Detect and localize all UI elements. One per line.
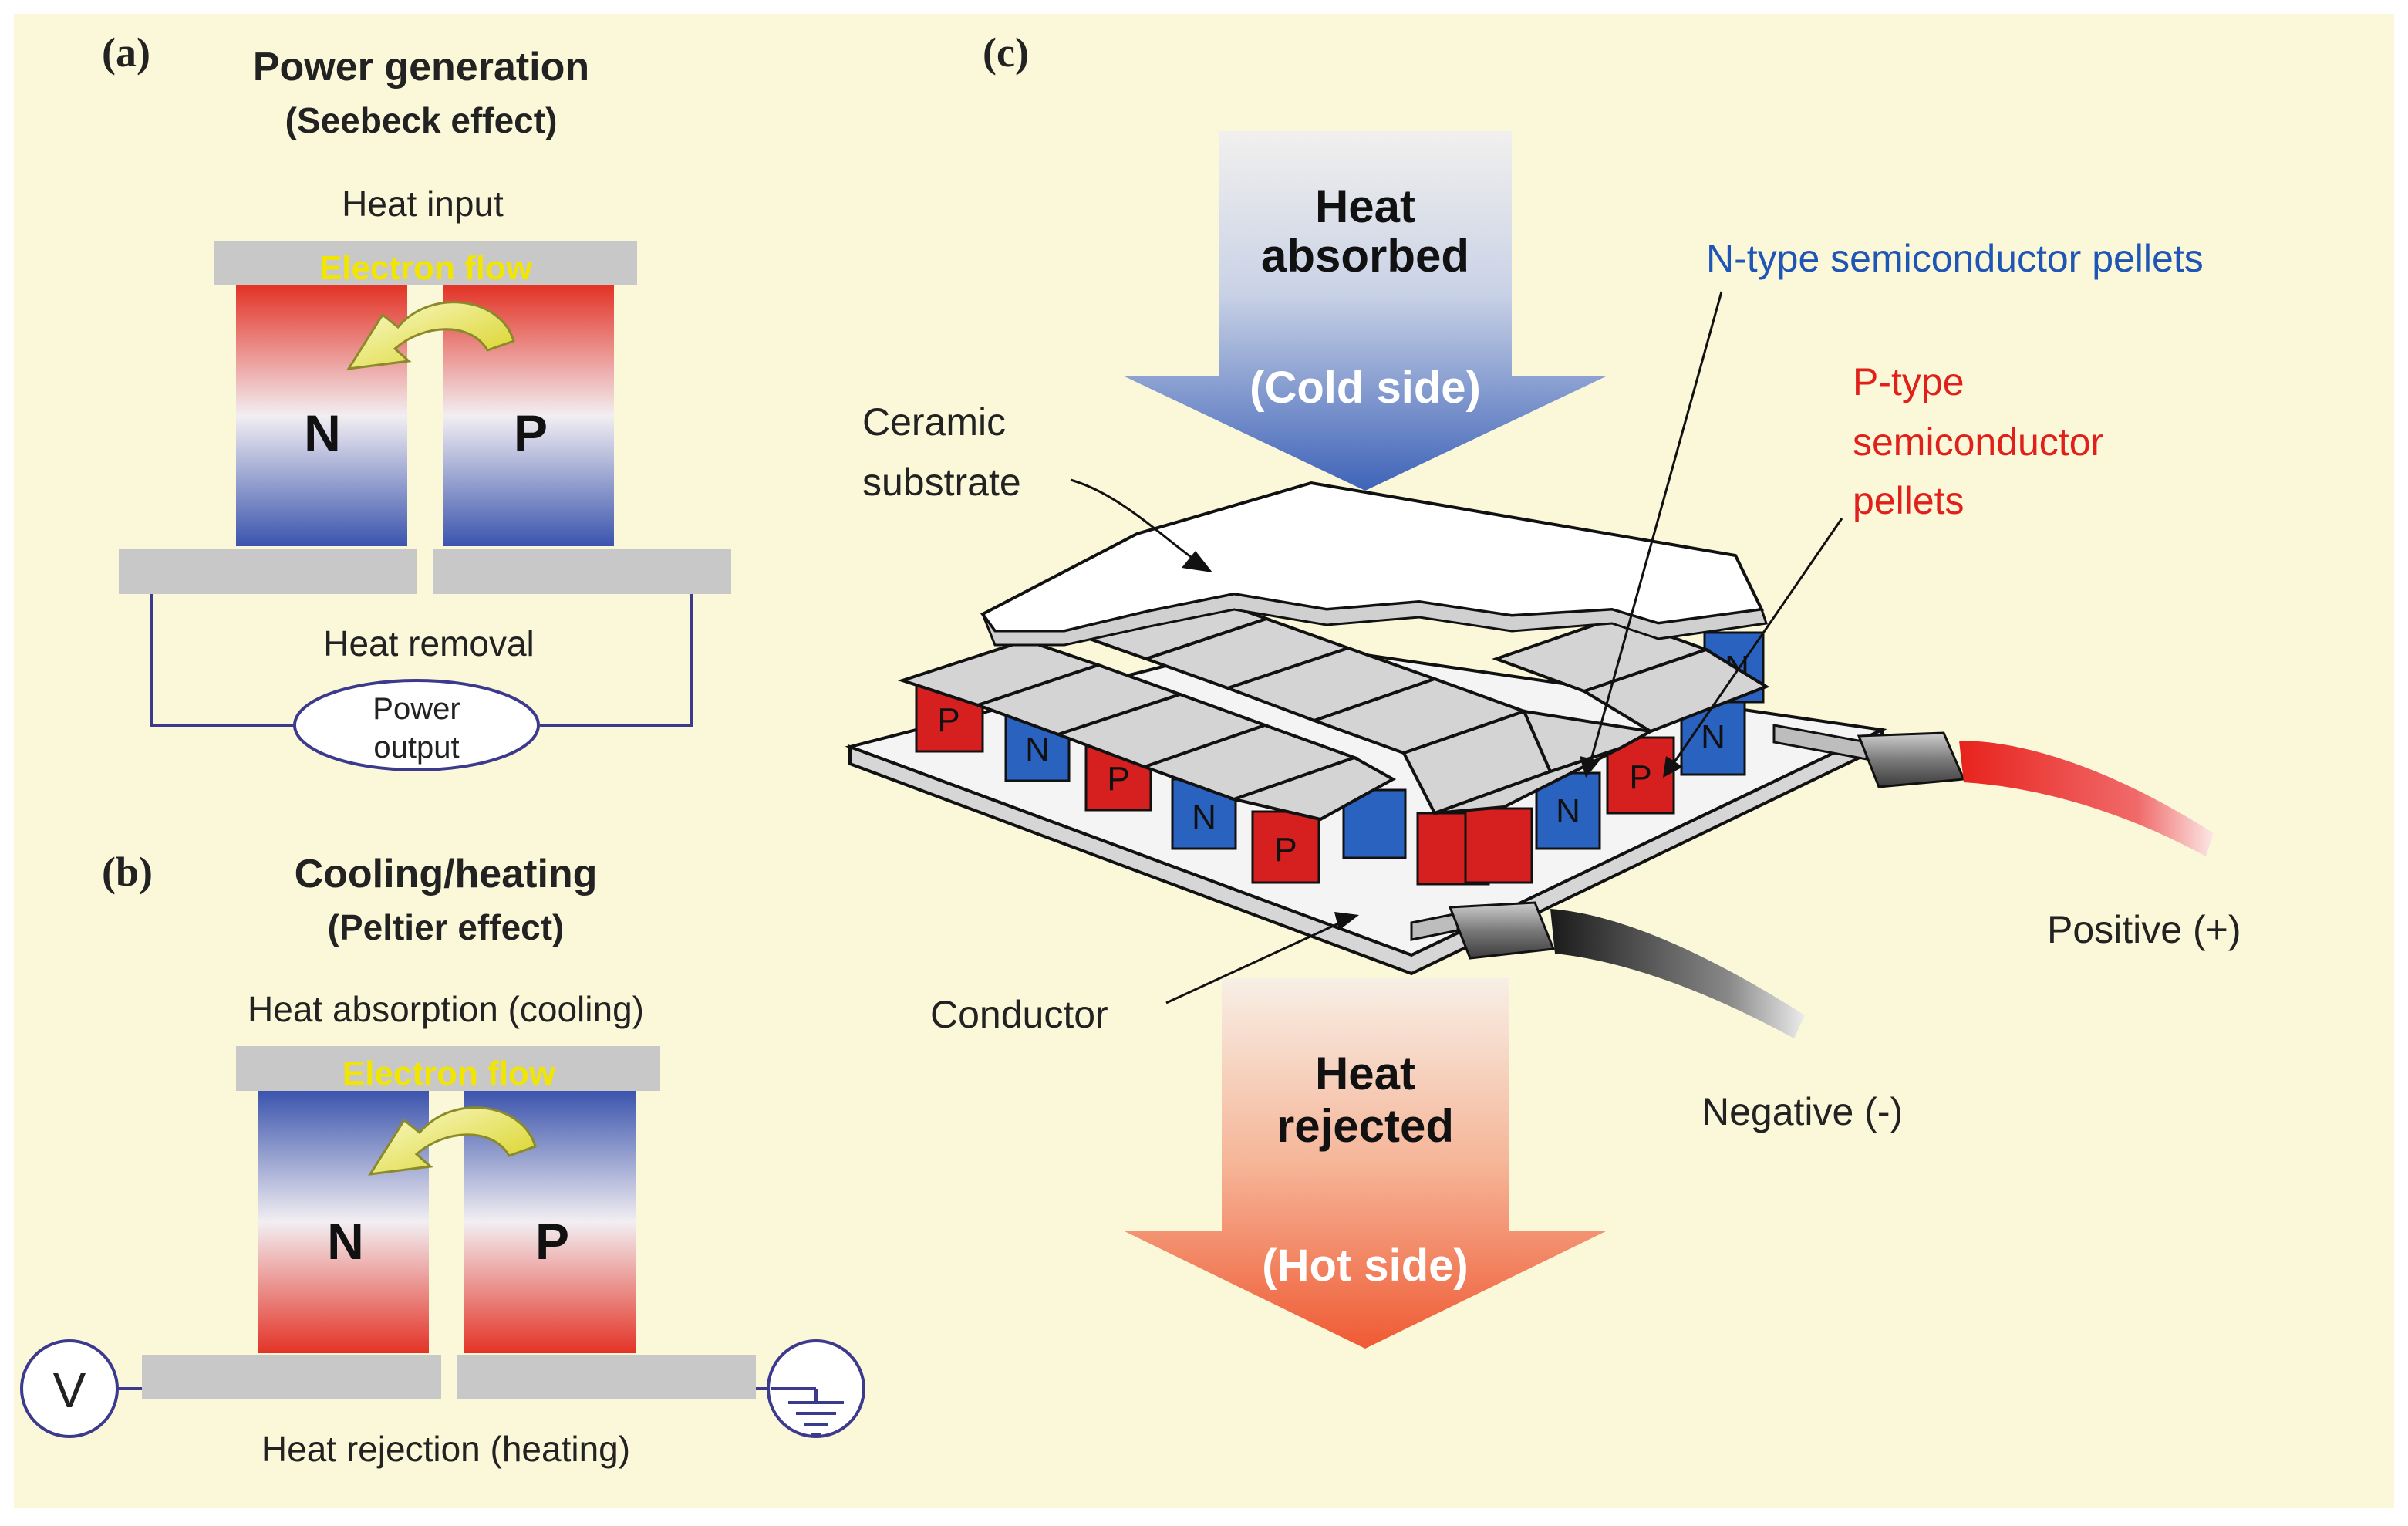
panel-b-heat-absorption: Heat absorption (cooling) [248,989,644,1029]
circuit-wire [150,594,693,727]
p-label: P [514,404,548,461]
top-plate [236,1046,660,1091]
conductor-tab [1521,709,1656,774]
panel-b-subtitle: (Peltier effect) [328,907,565,947]
panel-b-letter: (b) [102,849,153,895]
voltage-source [20,1339,119,1438]
panel-a-letter: (a) [102,29,150,76]
positive-cable [1959,741,2214,856]
electron-flow-label: Electron flow [319,249,533,287]
hot-side-label: (Hot side) [1262,1241,1468,1291]
panel-a: (a) Power generation (Seebeck effect) He… [102,29,731,771]
conductor-leader [1165,912,1359,1004]
bottom-plate-left [119,549,417,594]
pellet-p [1464,807,1533,884]
negative-plug [1448,901,1556,960]
panel-b-heat-rejection: Heat rejection (heating) [261,1429,630,1469]
voltage-label: V [53,1362,86,1418]
heat-rejected-1: Heat [1315,1048,1415,1099]
heat-rejected-arrow [1125,978,1606,1349]
pellet-p-label: P [937,701,959,739]
conductor-tab [1580,647,1770,734]
panel-c: (c) Heat absorbed (Cold side) P N P N P [845,29,2241,1349]
top-substrate-edge [981,593,1768,647]
panel-b: (b) Cooling/heating (Peltier effect) Hea… [20,849,865,1469]
negative-cable [1550,909,1805,1038]
p-type-label-2: semiconductor [1853,420,2103,464]
negative-lead [1410,912,1459,941]
p-label: P [535,1213,569,1270]
heat-absorbed-2: absorbed [1261,230,1469,282]
p-type-leader [1663,518,1843,778]
bottom-plate-left [142,1355,441,1399]
heat-absorbed-1: Heat [1315,181,1415,232]
positive-plug [1857,731,1966,788]
heat-absorbed-arrow [1125,131,1606,491]
pellet-p-label: P [1107,760,1129,798]
positive-wire [1772,724,2214,856]
power-output-label-1: Power [373,692,460,726]
p-type-label-1: P-type [1853,360,1965,403]
pellet-n-label: N [1192,798,1216,836]
pellet-n-label: N [1025,731,1050,768]
ceramic-label-2: substrate [862,461,1021,504]
electron-flow-label: Electron flow [342,1055,556,1092]
ceramic-label-1: Ceramic [862,400,1006,444]
bottom-plate-right [433,549,731,594]
curved-arrow-icon [368,1106,537,1176]
cold-side-label: (Cold side) [1250,363,1481,413]
panel-a-heat-removal: Heat removal [323,623,535,663]
conductor-tab [1228,755,1397,822]
top-plate [214,241,637,285]
power-output-label-2: output [373,731,459,765]
heat-rejected-2: rejected [1277,1100,1454,1152]
conductor-tabs [897,590,1770,822]
pellet-n-label: N [1556,792,1580,830]
curved-arrow-icon [346,301,515,370]
pellet-n-label: N [1701,718,1725,756]
positive-label: Positive (+) [2047,908,2241,951]
n-label: N [327,1213,364,1270]
p-type-label-3: pellets [1853,479,1965,522]
n-type-leader [1580,291,1723,778]
n-label: N [304,404,341,461]
panel-a-title: Power generation [253,45,589,89]
pellet-p [1251,810,1320,884]
positive-lead [1772,724,1868,761]
pellet-p-label: P [1629,758,1651,796]
bottom-plate-right [457,1355,756,1399]
panel-a-subtitle: (Seebeck effect) [285,100,558,140]
panel-b-title: Cooling/heating [295,852,598,896]
panel-c-letter: (c) [983,29,1029,76]
pellet-p-label: P [1274,831,1297,869]
conductor-label: Conductor [930,993,1108,1036]
n-type-label: N-type semiconductor pellets [1706,237,2204,280]
panel-a-heat-input: Heat input [342,184,504,224]
peltier-module: P N P N P P N P N N [845,481,1887,976]
negative-wire [1410,901,1805,1038]
negative-label: Negative (-) [1701,1090,1903,1133]
ground-icon [771,1387,844,1437]
ceramic-leader [1070,478,1212,572]
power-output-load [293,679,540,771]
